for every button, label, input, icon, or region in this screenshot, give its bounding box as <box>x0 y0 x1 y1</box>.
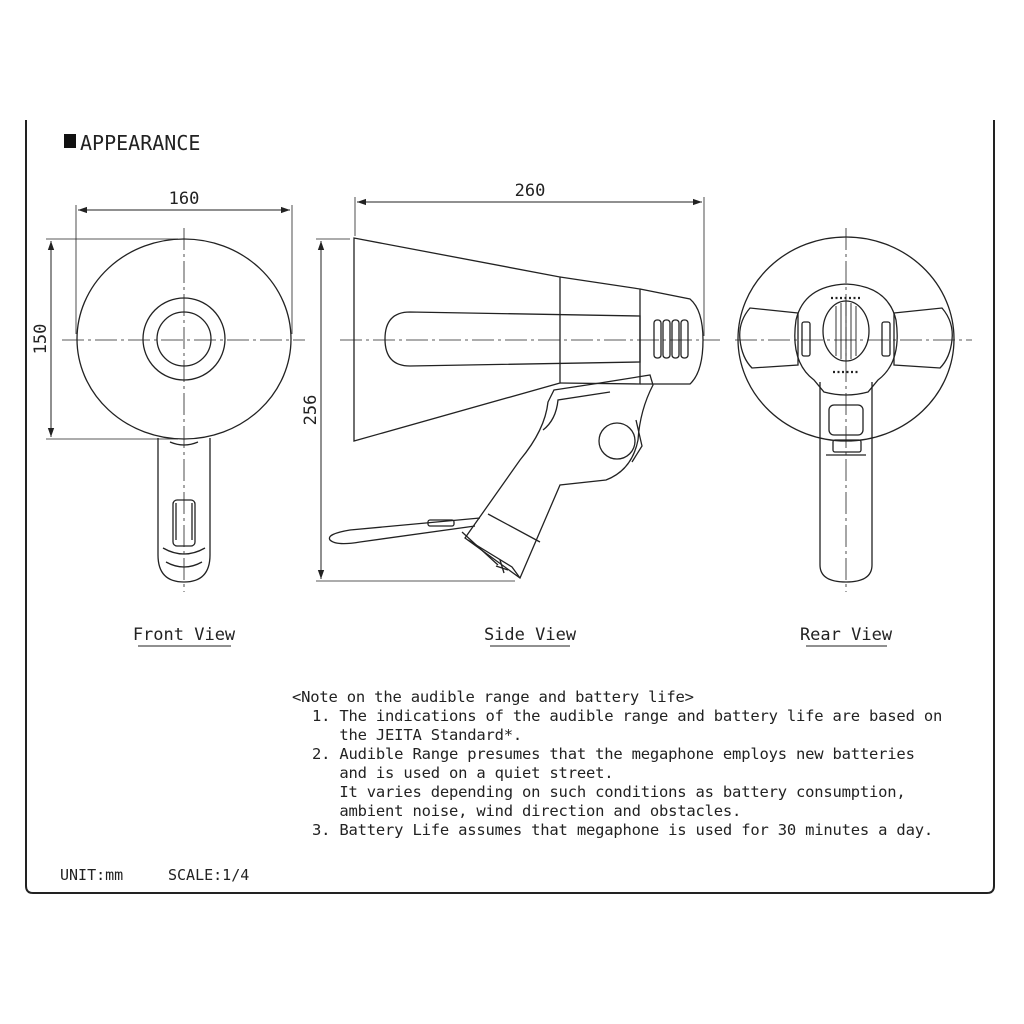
dim-front-width: 160 <box>169 189 200 209</box>
dim-side-height: 256 <box>301 395 321 426</box>
note-line: It varies depending on such conditions a… <box>312 783 906 801</box>
note-block: <Note on the audible range and battery l… <box>292 688 952 840</box>
note-line: and is used on a quiet street. <box>312 764 614 782</box>
dim-front-height: 150 <box>31 324 51 355</box>
note-title: <Note on the audible range and battery l… <box>292 688 694 706</box>
note-line: 3. Battery Life assumes that megaphone i… <box>312 821 933 839</box>
front-view-label: Front View <box>133 625 236 645</box>
note-line: the JEITA Standard*. <box>312 726 523 744</box>
note-line: ambient noise, wind direction and obstac… <box>312 802 742 820</box>
heading-marker <box>64 134 76 148</box>
rear-view-label: Rear View <box>800 625 893 645</box>
unit-label: UNIT:mm <box>60 866 124 884</box>
side-view <box>316 197 720 582</box>
scale-label: SCALE:1/4 <box>168 866 250 884</box>
note-line: 2. Audible Range presumes that the megap… <box>312 745 915 763</box>
note-line: 1. The indications of the audible range … <box>312 707 943 725</box>
dim-side-length: 260 <box>515 181 546 201</box>
front-view <box>46 205 305 592</box>
sheet-frame <box>25 120 995 894</box>
side-view-label: Side View <box>484 625 577 645</box>
rear-view <box>735 228 972 592</box>
section-heading: APPEARANCE <box>80 131 200 155</box>
